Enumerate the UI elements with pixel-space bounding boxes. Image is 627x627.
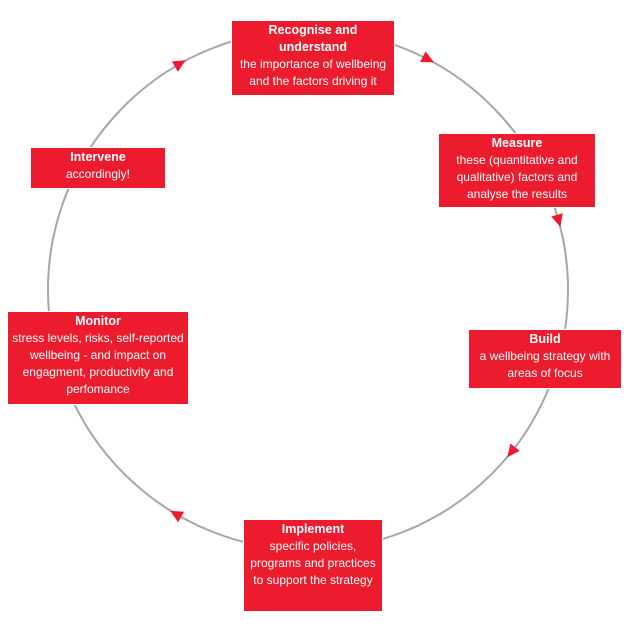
step-recognise-desc: the importance of wellbeing and the fact… <box>239 57 387 88</box>
step-build-box: Build a wellbeing strategy with areas of… <box>468 329 622 389</box>
step-recognise-title: Recognise and understand <box>268 23 358 54</box>
step-measure-title: Measure <box>491 136 543 150</box>
step-monitor-desc: stress levels, risks, self-reported well… <box>12 331 184 396</box>
step-intervene-title: Intervene <box>70 150 126 164</box>
step-measure-desc: these (quantitative and qualitative) fac… <box>456 153 578 201</box>
step-build-title: Build <box>529 332 561 346</box>
step-recognise-box: Recognise and understand the importance … <box>231 20 395 96</box>
step-measure-box: Measure these (quantitative and qualitat… <box>438 133 596 208</box>
cycle-arrow-4 <box>170 510 185 523</box>
step-intervene-desc: accordingly! <box>65 167 131 181</box>
step-intervene-box: Intervene accordingly! <box>30 147 166 189</box>
step-build-desc: a wellbeing strategy with areas of focus <box>479 349 611 380</box>
cycle-arrow-3 <box>507 443 520 458</box>
cycle-arrow-1 <box>420 51 435 63</box>
step-implement-desc: specific policies, programs and practice… <box>250 539 376 587</box>
cycle-arrow-2 <box>551 213 563 227</box>
step-monitor-title: Monitor <box>75 314 121 328</box>
cycle-arrow-6 <box>171 60 186 72</box>
step-implement-box: Implement specific policies, programs an… <box>243 519 383 612</box>
step-implement-title: Implement <box>281 522 345 536</box>
cycle-circle <box>47 29 569 551</box>
step-monitor-box: Monitor stress levels, risks, self-repor… <box>7 311 189 405</box>
